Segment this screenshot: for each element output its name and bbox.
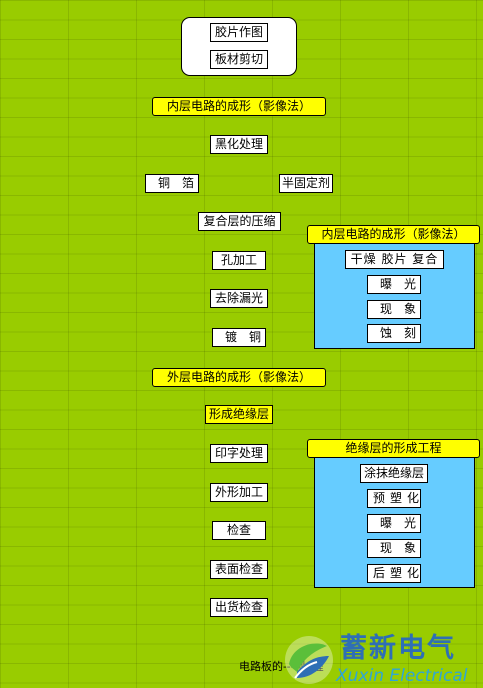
step-blacken: 黑化处理 — [210, 135, 268, 154]
inner-detail-develop: 现象 — [367, 300, 421, 319]
step-drill: 孔加工 — [212, 251, 266, 270]
inner-detail-expose: 曝光 — [367, 275, 421, 294]
logo-en-text: Xuxin Electrical — [336, 666, 468, 686]
step-prepreg: 半固定剂 — [279, 174, 333, 193]
logo-leaf-icon — [285, 636, 333, 684]
step-plating: 镀铜 — [212, 328, 266, 347]
step-print: 印字处理 — [210, 444, 268, 463]
step-cut: 板材剪切 — [210, 50, 268, 69]
step-copper-foil: 铜箔 — [145, 174, 199, 193]
step-ship-inspect: 出货检查 — [210, 598, 268, 617]
step-insulation: 形成绝缘层 — [205, 405, 273, 424]
inner-layer-title: 内层电路的成形（影像法） — [152, 97, 326, 116]
insulation-detail-coat: 涂抹绝缘层 — [360, 464, 428, 483]
inner-detail-dry: 干燥 胶片 复合 — [345, 250, 444, 269]
insulation-detail-develop: 现象 — [367, 539, 421, 558]
insulation-detail-precure: 预塑化 — [367, 489, 421, 508]
step-surface-inspect: 表面检查 — [210, 560, 268, 579]
inner-detail-etch: 蚀刻 — [367, 324, 421, 343]
step-inspect: 检查 — [212, 521, 266, 540]
step-profile: 外形加工 — [210, 483, 268, 502]
outer-layer-title: 外层电路的成形（影像法） — [152, 368, 326, 387]
inner-detail-title: 内层电路的成形（影像法） — [307, 225, 480, 244]
step-laminate: 复合层的压缩 — [198, 212, 281, 231]
logo-cn-text: 蓄新电气 — [340, 633, 456, 664]
insulation-detail-expose: 曝光 — [367, 514, 421, 533]
step-desmear: 去除漏光 — [210, 289, 268, 308]
insulation-detail-title: 绝缘层的形成工程 — [307, 439, 480, 458]
insulation-detail-postcure: 后塑化 — [367, 564, 421, 583]
step-film: 胶片作图 — [210, 23, 268, 42]
